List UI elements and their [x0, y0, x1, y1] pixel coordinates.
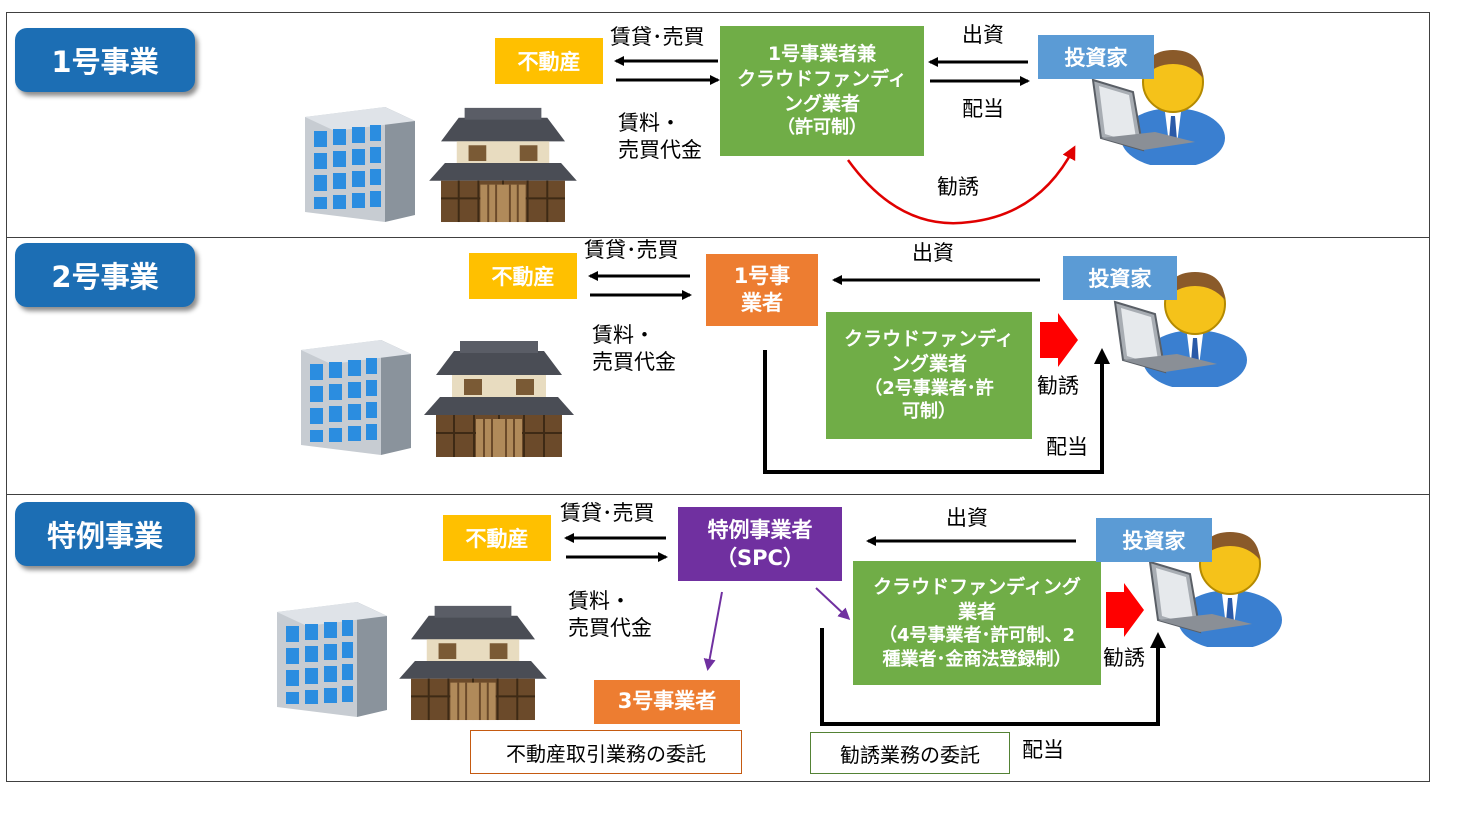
- operator-line: 業者: [741, 291, 783, 315]
- operator-box: 1号事 業者: [706, 254, 818, 326]
- label-dividend: 配当: [962, 97, 1004, 121]
- entrust-realestate-box: 不動産取引業務の委託: [470, 730, 742, 774]
- solicitation-red-arrow-icon: [1106, 583, 1144, 637]
- operator-line: ング業者: [783, 92, 860, 115]
- realestate-box: 不動産: [469, 253, 577, 299]
- arrow-entrust-solicitation: [815, 587, 851, 621]
- office-building-icon: [277, 602, 387, 717]
- label-rent-sale-price: 賃料・ 売買代金: [618, 111, 702, 163]
- section1-title: 1号事業: [15, 28, 195, 92]
- crowdfunding-line: （2号事業者･許: [864, 377, 994, 399]
- operator-line: 1号事業者兼: [767, 43, 877, 66]
- realestate-box: 不動産: [443, 515, 551, 561]
- spc-line: （SPC）: [716, 546, 804, 570]
- label-investment: 出資: [962, 23, 1004, 47]
- investor-box: 投資家: [1063, 256, 1177, 300]
- crowdfunding-line: クラウドファンディ: [844, 328, 1014, 351]
- label-dividend: 配当: [1022, 738, 1064, 762]
- operator-box: 1号事業者兼 クラウドファンディ ング業者 （許可制）: [720, 26, 924, 156]
- crowdfunding-box: クラウドファンディング 業者 （4号事業者･許可制、2 種業者･金商法登録制）: [853, 561, 1101, 685]
- investor-box: 投資家: [1096, 518, 1212, 562]
- crowdfunding-line: 可制）: [902, 401, 956, 423]
- crowdfunding-line: クラウドファンディング: [873, 575, 1081, 598]
- label-lease-sale: 賃貸･売買: [560, 501, 655, 525]
- realestate-box: 不動産: [495, 38, 603, 84]
- crowdfunding-line: 業者: [957, 600, 996, 623]
- arrow-entrust-realestate: [703, 591, 723, 671]
- label-investment: 出資: [912, 241, 954, 265]
- section2-title: 2号事業: [15, 243, 195, 307]
- label-solicitation: 勧誘: [1103, 646, 1145, 670]
- label-lease-sale: 賃貸･売買: [584, 238, 679, 262]
- crowdfunding-line: （4号事業者･許可制、2: [878, 625, 1076, 647]
- arrow-dividend: [763, 348, 1110, 474]
- arrow-solicitation: [846, 145, 1076, 225]
- operator-line: クラウドファンディ: [737, 67, 907, 90]
- crowdfunding-line: 種業者･金商法登録制）: [882, 648, 1072, 670]
- op3-box: 3号事業者: [594, 680, 740, 724]
- solicitation-red-arrow-icon: [1040, 313, 1078, 367]
- investor-box: 投資家: [1038, 35, 1154, 79]
- operator-line: 1号事: [733, 263, 791, 288]
- entrust-solicit-box: 勧誘業務の委託: [810, 732, 1010, 774]
- section3-title: 特例事業: [15, 502, 195, 566]
- japanese-house-icon: [424, 340, 574, 458]
- label-dividend: 配当: [1046, 435, 1088, 459]
- crowdfunding-box: クラウドファンディ ング業者 （2号事業者･許 可制）: [826, 312, 1032, 439]
- spc-line: 特例事業者: [707, 517, 813, 542]
- label-rent-sale-price: 賃料・ 売買代金: [592, 323, 676, 375]
- japanese-house-icon: [428, 106, 578, 223]
- label-lease-sale: 賃貸･売買: [610, 25, 705, 49]
- label-investment: 出資: [946, 506, 988, 530]
- japanese-house-icon: [398, 604, 548, 721]
- label-solicitation: 勧誘: [1037, 374, 1079, 398]
- label-rent-sale-price: 賃料・ 売買代金: [568, 589, 652, 641]
- label-solicitation: 勧誘: [937, 175, 979, 199]
- office-building-icon: [301, 340, 411, 455]
- office-building-icon: [305, 107, 415, 222]
- operator-line: （許可制）: [777, 117, 867, 139]
- arrow-dividend: [820, 628, 1166, 726]
- spc-box: 特例事業者 （SPC）: [678, 507, 842, 581]
- crowdfunding-line: ング業者: [890, 353, 967, 376]
